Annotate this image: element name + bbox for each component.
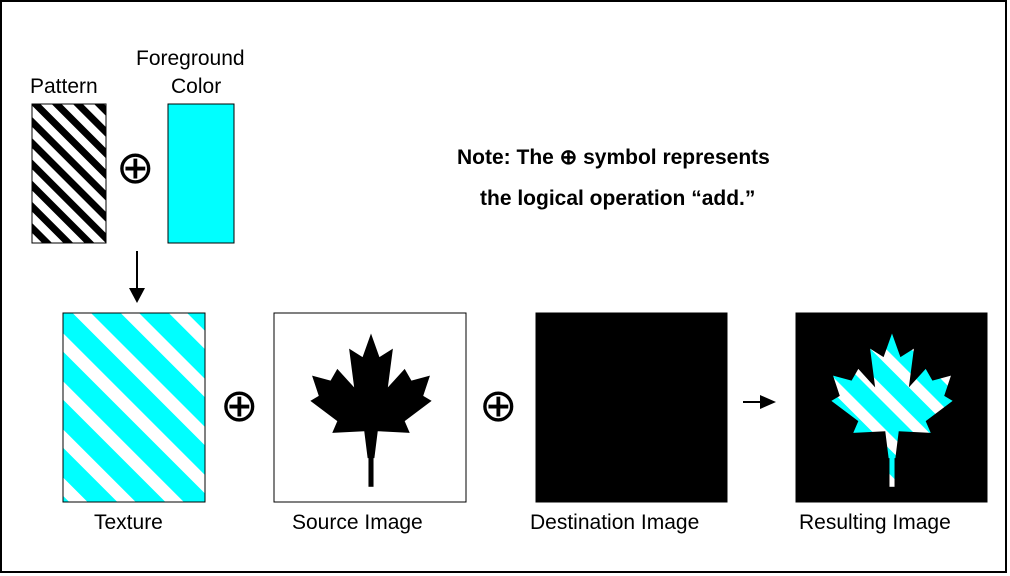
foreground-label-line1: Foreground <box>136 47 245 70</box>
source-image-label: Source Image <box>292 511 423 534</box>
foreground-color-swatch <box>167 103 235 244</box>
add-symbol: ⊕ <box>116 140 155 194</box>
right-arrow-icon <box>743 395 776 409</box>
add-symbol: ⊕ <box>479 378 518 432</box>
note-line-2: the logical operation “add.” <box>480 187 756 210</box>
down-arrow-icon <box>129 251 145 303</box>
pattern-swatch <box>31 103 107 244</box>
foreground-label-line2: Color <box>171 75 222 98</box>
add-symbol: ⊕ <box>220 378 259 432</box>
destination-image-label: Destination Image <box>530 511 700 534</box>
pattern-label: Pattern <box>30 75 98 98</box>
note-line-1: Note: The ⊕ symbol represents <box>457 146 770 169</box>
resulting-image-label: Resulting Image <box>799 511 951 534</box>
destination-image-box <box>535 312 728 503</box>
texture-box <box>62 312 206 503</box>
texture-label: Texture <box>94 511 163 534</box>
